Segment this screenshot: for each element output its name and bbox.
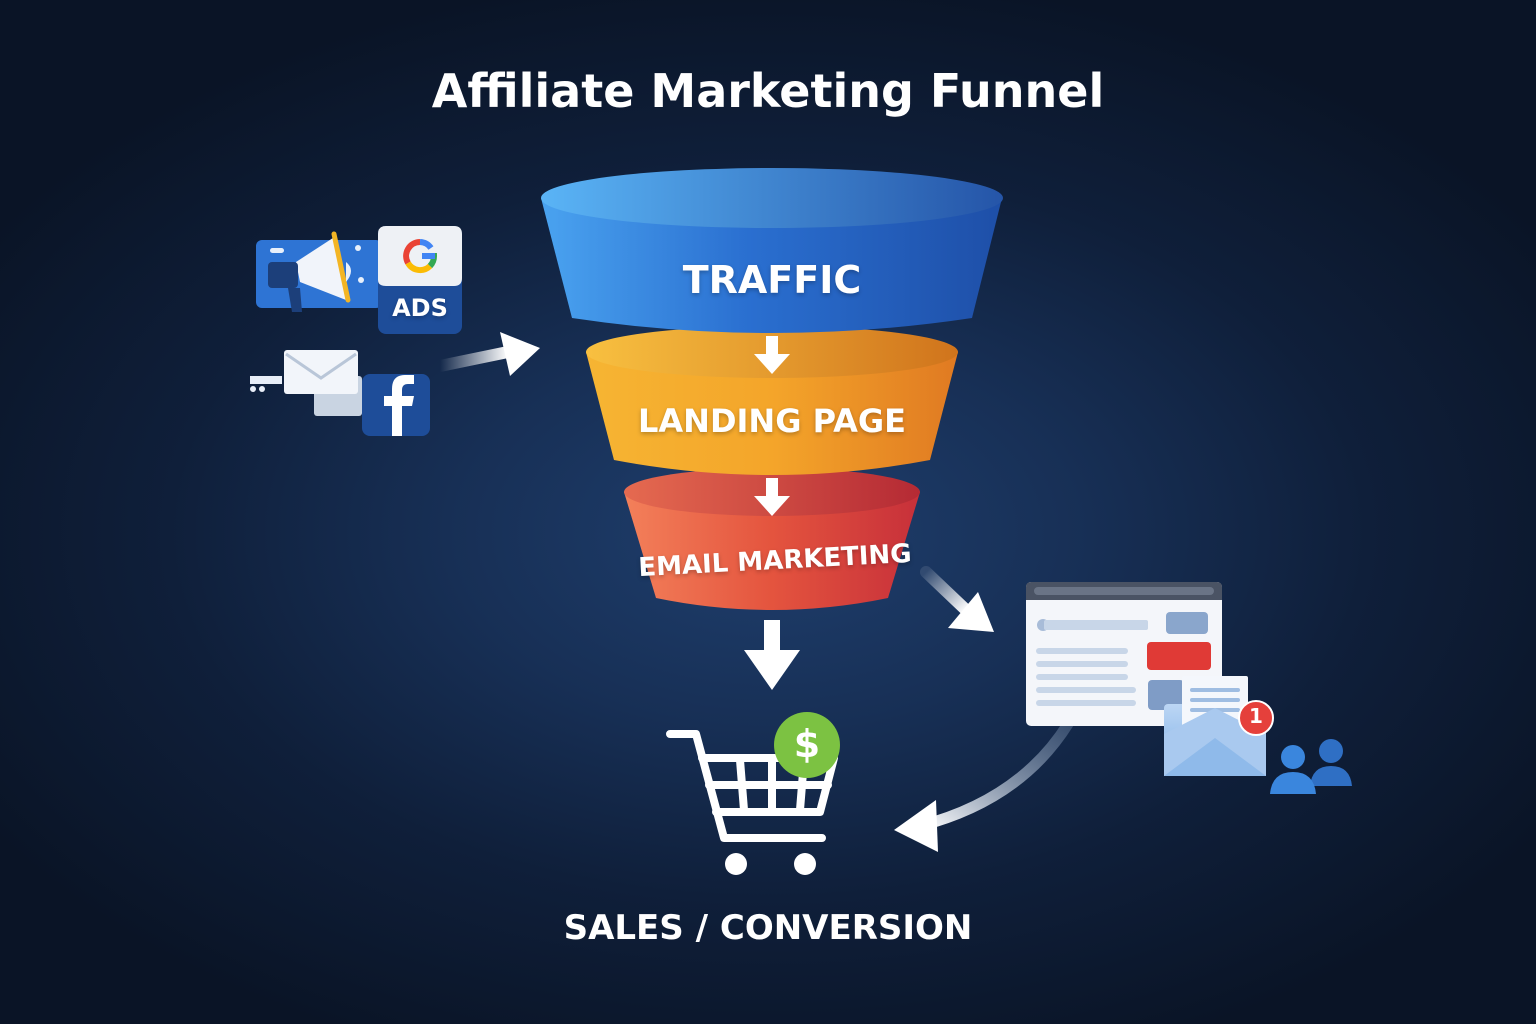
arrow-right-icon — [434, 332, 540, 376]
funnel-stage-email-marketing — [624, 468, 920, 610]
notification-badge — [1238, 700, 1274, 736]
arrow-diagonal-icon — [920, 566, 994, 632]
dollar-icon — [774, 712, 840, 778]
stage-label-landing-page: LANDING PAGE — [638, 402, 906, 440]
arrow-down-icon — [754, 336, 790, 374]
dollar-sign: $ — [793, 722, 821, 766]
email-icon — [250, 350, 362, 416]
google-ads-icon — [378, 226, 462, 334]
facebook-icon — [362, 374, 430, 436]
shopping-cart-icon — [666, 730, 838, 842]
arrow-curved-icon — [894, 718, 1074, 852]
ads-label: ADS — [392, 294, 448, 322]
webpage-icon — [1026, 582, 1222, 726]
page-title: Affiliate Marketing Funnel — [431, 64, 1105, 118]
users-icon — [1270, 739, 1352, 794]
conversion-label: SALES / CONVERSION — [563, 908, 973, 948]
cart-wheels — [725, 853, 816, 875]
arrow-down-icon — [754, 478, 790, 516]
arrow-down-icon — [744, 620, 800, 690]
funnel-stage-landing-page — [586, 326, 958, 475]
notification-count: 1 — [1249, 704, 1263, 728]
stage-label-traffic: TRAFFIC — [682, 258, 862, 302]
funnel-stage-traffic — [541, 168, 1003, 333]
megaphone-icon — [256, 231, 382, 312]
